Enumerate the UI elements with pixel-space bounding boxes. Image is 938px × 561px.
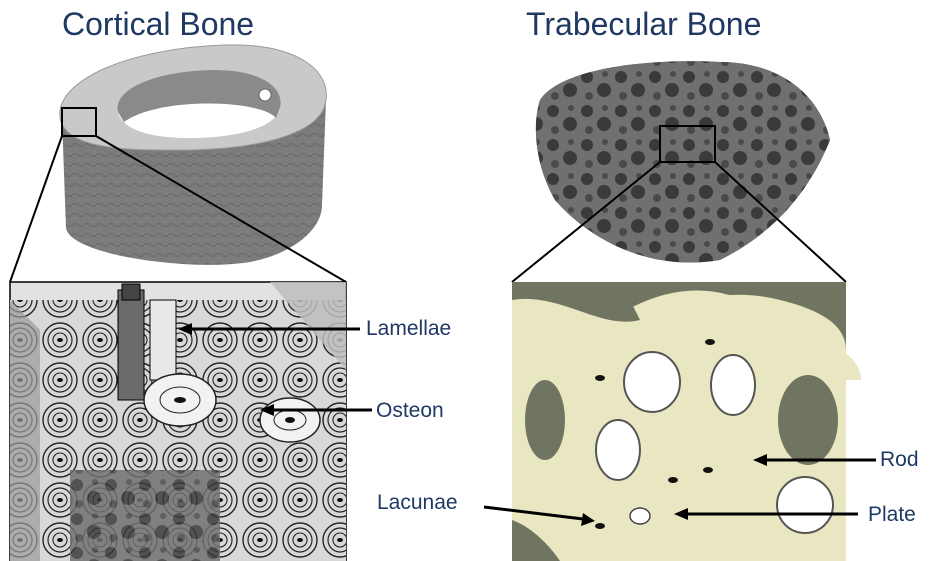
- rod-label: Rod: [880, 448, 919, 472]
- osteon-label: Osteon: [376, 399, 444, 423]
- plate-label: Plate: [868, 503, 916, 527]
- cortical-zoom-line-left: [10, 136, 62, 282]
- lacunae-label: Lacunae: [377, 491, 458, 515]
- trabecular-detail-render: [512, 282, 846, 561]
- cortical-detail-illustration: [10, 282, 346, 561]
- cortical-bone-ring: [60, 45, 327, 265]
- lamellae-label: Lamellae: [366, 317, 451, 341]
